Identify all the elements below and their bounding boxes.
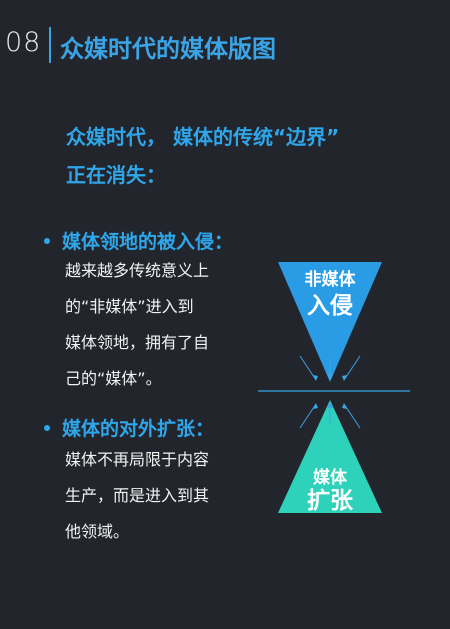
point-title-invasion: 媒体领地的被入侵： — [44, 227, 233, 254]
diagram-svg: 非媒体 入侵 媒体 扩张 — [258, 262, 410, 514]
section-header: 08 众媒时代的媒体版图 — [0, 0, 450, 90]
body-line: 媒体领地，拥有了自 — [65, 333, 210, 352]
body-line: 他领域。 — [65, 522, 130, 541]
heading-line-1: 众媒时代， 媒体的传统“边界” — [66, 125, 340, 149]
invasion-label-line-1: 非媒体 — [305, 269, 357, 290]
arrow-head-icon — [327, 402, 333, 408]
arrow-head-icon — [342, 375, 347, 381]
expansion-label-line-1: 媒体 — [313, 467, 348, 488]
section-number: 08 — [5, 27, 42, 58]
section-title: 众媒时代的媒体版图 — [60, 35, 276, 63]
heading-line-2: 正在消失： — [66, 163, 166, 187]
body-line: 的“非媒体”进入到 — [65, 297, 194, 316]
expansion-triangle — [278, 400, 382, 513]
arrow-line — [299, 403, 317, 429]
arrow-head-icon — [327, 374, 333, 380]
body-line: 己的“媒体”。 — [65, 369, 162, 388]
body-line: 越来越多传统意义上 — [65, 261, 210, 280]
point-title-text: 媒体领地的被入侵： — [62, 231, 234, 253]
page-heading: 众媒时代， 媒体的传统“边界” 正在消失： — [66, 118, 406, 194]
invasion-expansion-diagram: 非媒体 入侵 媒体 扩张 — [250, 258, 420, 523]
expansion-label-line-2: 扩张 — [307, 488, 354, 514]
arrow-line — [343, 403, 361, 429]
arrow-head-icon — [313, 403, 318, 409]
bullet-icon — [44, 424, 50, 431]
section-divider — [49, 27, 51, 63]
invasion-label-line-2: 入侵 — [307, 293, 353, 319]
arrow-head-icon — [342, 403, 347, 409]
arrow-line — [343, 355, 361, 381]
bullet-icon — [44, 237, 50, 244]
point-body-invasion: 越来越多传统意义上 的“非媒体”进入到 媒体领地，拥有了自 己的“媒体”。 — [65, 253, 240, 397]
invasion-triangle — [278, 262, 382, 382]
point-title-text: 媒体的对外扩张： — [62, 418, 215, 440]
arrow-head-icon — [313, 375, 318, 381]
point-body-expansion: 媒体不再局限于内容 生产，而是进入到其 他领域。 — [65, 442, 240, 550]
body-line: 媒体不再局限于内容 — [65, 450, 210, 469]
body-line: 生产，而是进入到其 — [65, 486, 210, 505]
point-title-expansion: 媒体的对外扩张： — [44, 414, 214, 441]
arrow-line — [299, 355, 317, 381]
